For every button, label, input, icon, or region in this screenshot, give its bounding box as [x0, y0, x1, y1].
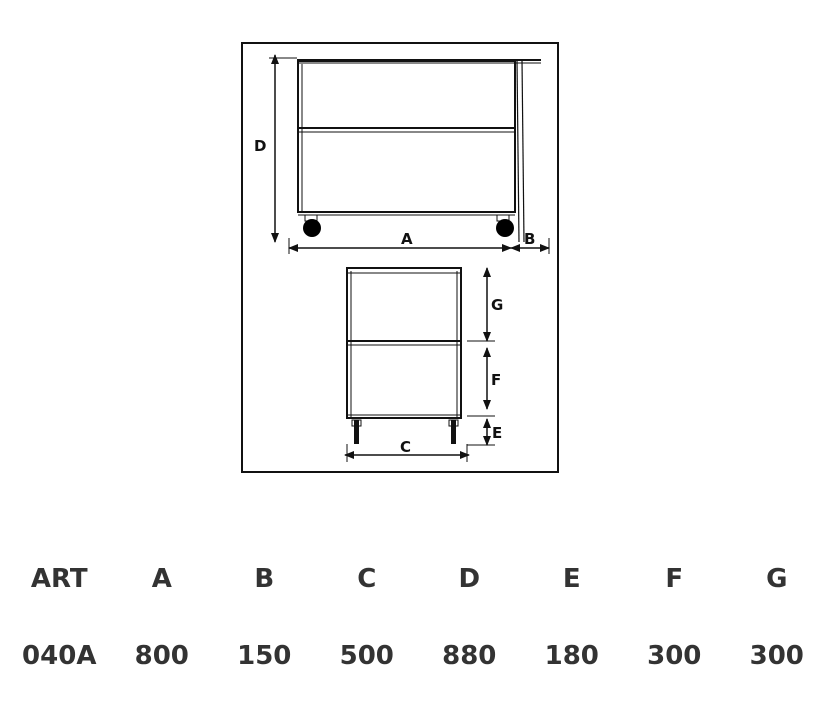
dimension-c: C: [344, 438, 470, 462]
header-g: G: [766, 564, 788, 594]
label-c: C: [400, 438, 411, 456]
cell-g: 300: [749, 641, 804, 671]
header-e: E: [562, 564, 581, 594]
header-a: A: [151, 564, 172, 594]
dimension-g: G: [467, 267, 503, 342]
header-f: F: [665, 564, 684, 594]
header-b: B: [254, 564, 275, 594]
dimension-f: F: [467, 347, 501, 417]
label-g: G: [491, 296, 503, 314]
front-left-wheel: [303, 219, 321, 237]
cell-b: 150: [237, 641, 292, 671]
front-right-wheel: [496, 219, 514, 237]
table-row: 040A 800 150 500 880 180 300 300: [8, 610, 828, 702]
label-a: A: [401, 230, 413, 248]
cell-e: 180: [544, 641, 599, 671]
front-view: [297, 59, 541, 243]
header-c: C: [357, 564, 377, 594]
label-b: B: [524, 230, 535, 248]
label-d: D: [254, 137, 266, 155]
label-f: F: [491, 371, 501, 389]
dimension-d: D: [254, 54, 297, 243]
side-right-leg: [451, 420, 456, 444]
label-e: E: [492, 424, 502, 442]
cell-a: 800: [134, 641, 189, 671]
cell-d: 880: [442, 641, 497, 671]
table-header-row: ART A B C D E F G: [8, 548, 828, 610]
cell-c: 500: [339, 641, 394, 671]
dimensions-table: ART A B C D E F G 040A 800 150 500 880 1…: [8, 548, 828, 702]
dimension-a: A: [288, 230, 512, 254]
cart-dimension-diagram: D A B: [241, 42, 559, 473]
header-art: ART: [30, 564, 88, 594]
side-left-leg: [354, 420, 359, 444]
diagram-border: [241, 42, 559, 473]
dimension-e: E: [467, 418, 502, 446]
header-d: D: [458, 564, 481, 594]
dimension-b: B: [510, 230, 550, 254]
side-view: [346, 267, 462, 419]
cell-art: 040A: [22, 641, 97, 671]
cell-f: 300: [647, 641, 702, 671]
